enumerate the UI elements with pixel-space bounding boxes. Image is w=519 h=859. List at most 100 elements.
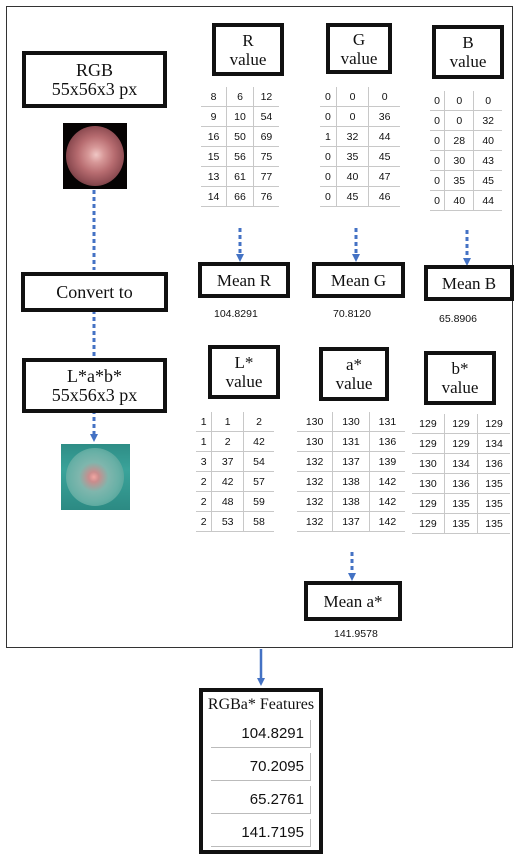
table-cell: 0 <box>430 170 446 191</box>
table-cell: 40 <box>444 190 475 211</box>
feature-value-a: 141.7195 <box>211 819 311 847</box>
b-value-box: B value <box>432 25 504 79</box>
lab-box-line2: 55x56x3 px <box>51 384 138 405</box>
table-cell: 1 <box>320 126 337 147</box>
table-cell: 137 <box>332 511 370 532</box>
table-cell: 66 <box>226 186 254 207</box>
table-cell: 132 <box>297 511 334 532</box>
mean-b-box: Mean B <box>424 265 514 301</box>
table-cell: 2 <box>243 412 274 432</box>
a-title: a* <box>345 355 363 374</box>
table-cell: 50 <box>226 126 254 147</box>
table-cell: 32 <box>473 110 502 131</box>
table-cell: 1 <box>211 412 245 432</box>
a-subtitle: value <box>335 374 373 393</box>
table-cell: 136 <box>477 453 510 474</box>
table-cell: 129 <box>412 513 445 534</box>
table-cell: 136 <box>369 431 405 452</box>
table-cell: 42 <box>211 471 245 492</box>
l-value-box: L* value <box>208 345 280 399</box>
table-cell: 44 <box>368 126 400 147</box>
mean-g-box: Mean G <box>312 262 405 298</box>
table-cell: 137 <box>332 451 370 472</box>
b-subtitle: value <box>449 52 487 71</box>
table-cell: 45 <box>368 146 400 167</box>
table-cell: 0 <box>430 190 446 211</box>
table-cell: 75 <box>253 146 279 167</box>
mean-g-value: 70.8120 <box>333 308 371 320</box>
table-cell: 76 <box>253 186 279 207</box>
table-cell: 1 <box>196 431 213 452</box>
table-cell: 130 <box>412 453 445 474</box>
table-cell: 44 <box>473 190 502 211</box>
table-cell: 0 <box>336 87 370 107</box>
table-cell: 45 <box>336 186 370 207</box>
table-cell: 129 <box>412 433 445 454</box>
rgb-box-line2: 55x56x3 px <box>51 78 138 99</box>
table-cell: 0 <box>320 186 337 207</box>
table-cell: 1 <box>196 412 213 432</box>
table-cell: 59 <box>243 491 274 512</box>
table-cell: 6 <box>226 87 254 107</box>
table-cell: 0 <box>320 106 337 127</box>
table-cell: 135 <box>477 513 510 534</box>
g-subtitle: value <box>340 48 378 68</box>
table-cell: 45 <box>473 170 502 191</box>
rgba-features-box: RGBa* Features 104.8291 70.2095 65.2761 … <box>199 688 323 854</box>
table-cell: 58 <box>243 511 274 532</box>
features-title: RGBa* Features <box>207 696 315 713</box>
table-cell: 0 <box>368 87 400 107</box>
table-cell: 42 <box>243 431 274 452</box>
table-cell: 0 <box>430 91 446 111</box>
table-cell: 138 <box>332 471 370 492</box>
g-title: G <box>352 29 366 49</box>
table-cell: 2 <box>196 491 213 512</box>
table-cell: 43 <box>473 150 502 171</box>
lab-fruit-image <box>61 444 130 510</box>
table-cell: 0 <box>473 91 502 111</box>
mean-b-value: 65.8906 <box>439 313 477 325</box>
table-cell: 132 <box>297 491 334 512</box>
table-cell: 134 <box>477 433 510 454</box>
table-cell: 0 <box>444 91 475 111</box>
table-cell: 2 <box>211 431 245 452</box>
table-cell: 37 <box>211 451 245 472</box>
table-cell: 0 <box>430 130 446 151</box>
table-cell: 132 <box>297 451 334 472</box>
table-cell: 54 <box>253 106 279 127</box>
mean-a-label: Mean a* <box>323 591 383 611</box>
table-cell: 2 <box>196 471 213 492</box>
mean-r-box: Mean R <box>198 262 290 298</box>
bstar-value-box: b* value <box>424 351 496 405</box>
table-cell: 3 <box>196 451 213 472</box>
table-cell: 132 <box>297 471 334 492</box>
table-cell: 0 <box>336 106 370 127</box>
lab-box-line1: L*a*b* <box>67 365 122 386</box>
table-cell: 130 <box>412 473 445 494</box>
